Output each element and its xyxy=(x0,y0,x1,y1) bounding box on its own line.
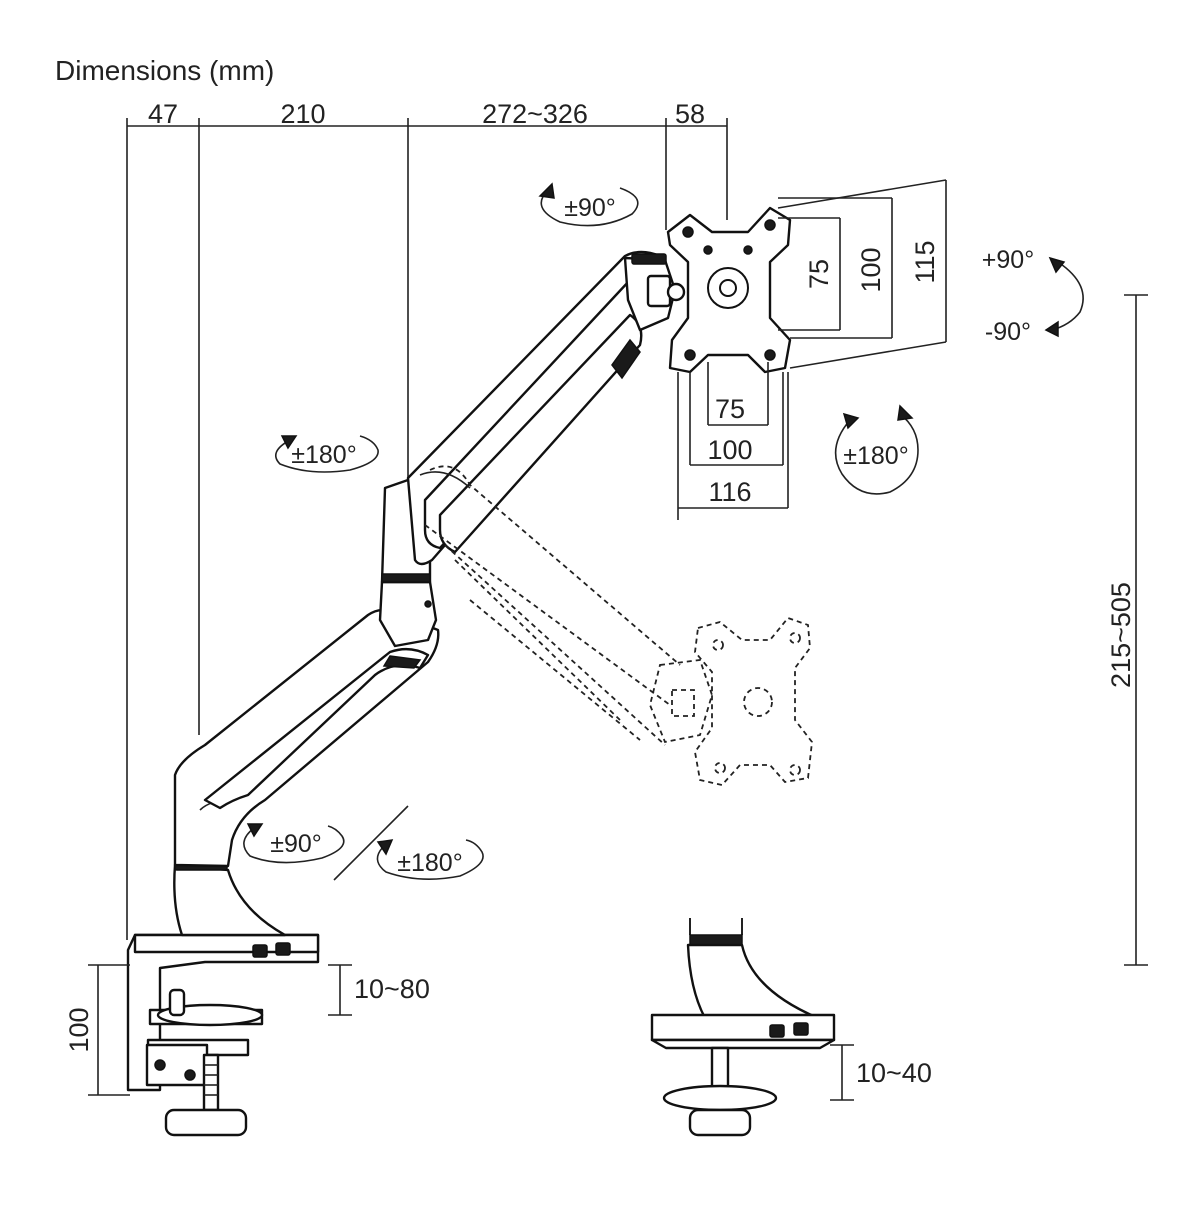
grommet-base xyxy=(650,918,836,1137)
plate-rotation-indicator xyxy=(834,404,919,495)
plate-vertical-dimensions xyxy=(777,179,947,369)
plate-tilt-down-label: -90° xyxy=(985,318,1031,346)
pole-swivel-indicator xyxy=(333,805,484,881)
clamp-range-label: 10~80 xyxy=(354,974,430,1004)
desk-clamp-base xyxy=(126,933,320,1137)
pole-swivel-label: ±180° xyxy=(397,849,462,877)
height-range-dimension xyxy=(1124,294,1148,966)
clamp-range-dimension xyxy=(328,964,352,1016)
plate-tilt-up-label: +90° xyxy=(982,246,1034,274)
top-arm-swivel-label: ±90° xyxy=(564,194,616,222)
lower-arm xyxy=(173,580,440,937)
plate-width-100-label: 100 xyxy=(707,435,752,465)
plate-width-116-label: 116 xyxy=(708,477,751,507)
elbow-swivel-indicator xyxy=(274,435,379,473)
plate-width-75-label: 75 xyxy=(715,394,745,424)
grommet-range-label: 10~40 xyxy=(856,1058,932,1088)
plate-tilt-indicator xyxy=(1044,256,1084,338)
plate-rotation-label: ±180° xyxy=(843,442,908,470)
height-range-label: 215~505 xyxy=(1106,582,1136,688)
top-dimension-line xyxy=(126,118,728,940)
lowered-arm-outline xyxy=(424,465,813,786)
base-swivel-label: ±90° xyxy=(270,830,322,858)
dim-47-label: 47 xyxy=(148,99,178,129)
dim-reach-label: 272~326 xyxy=(482,99,588,129)
upper-arm xyxy=(406,250,686,566)
top-arm-swivel-indicator xyxy=(538,182,639,227)
plate-height-75-label: 75 xyxy=(804,259,834,289)
base-swivel-indicator xyxy=(243,823,345,864)
dim-210-label: 210 xyxy=(280,99,325,129)
vesa-plate xyxy=(666,206,792,374)
plate-height-115-label: 115 xyxy=(910,240,940,283)
plate-horizontal-dimensions xyxy=(677,362,789,520)
elbow-swivel-label: ±180° xyxy=(291,441,356,469)
dim-58-label: 58 xyxy=(675,99,705,129)
clamp-height-label: 100 xyxy=(64,1007,94,1052)
clamp-height-dimension xyxy=(88,964,130,1096)
diagram-title: Dimensions (mm) xyxy=(55,55,274,86)
grommet-range-dimension xyxy=(830,1044,854,1101)
plate-height-100-label: 100 xyxy=(856,247,886,292)
